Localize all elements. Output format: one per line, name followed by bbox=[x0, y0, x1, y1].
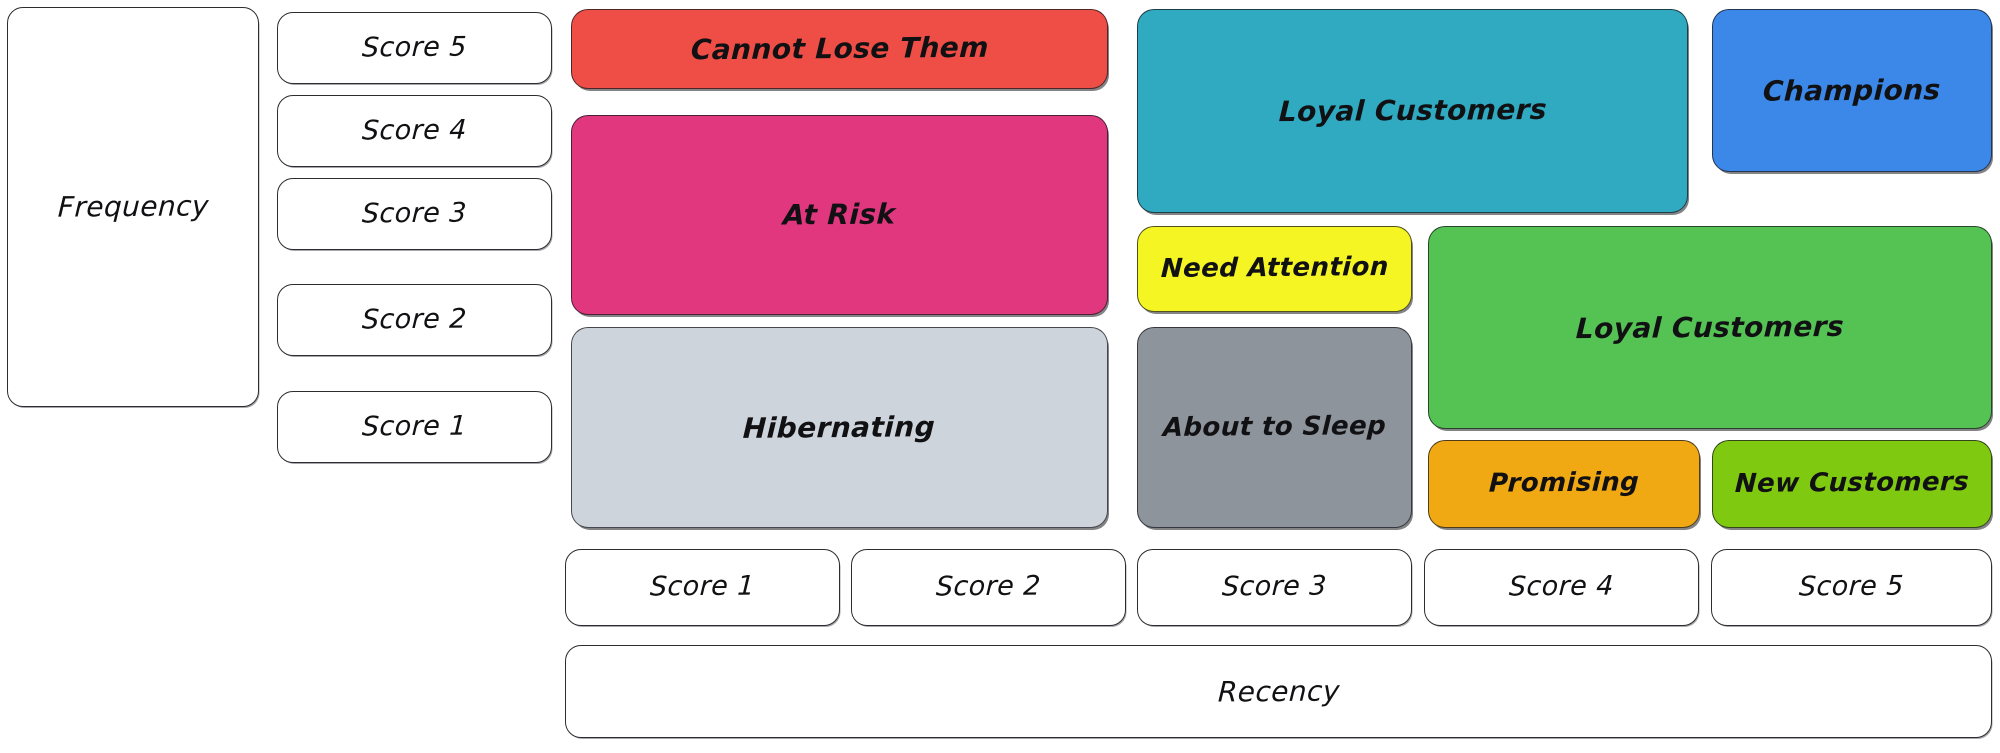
frequency-axis-label: Frequency bbox=[7, 7, 259, 407]
segment-need-attention-label: Need Attention bbox=[1159, 252, 1390, 285]
recency-score-5[interactable]: Score 5 bbox=[1711, 549, 1992, 626]
segment-cannot-lose-them[interactable]: Cannot Lose Them bbox=[571, 9, 1108, 89]
frequency-score-4-label: Score 4 bbox=[361, 114, 468, 147]
frequency-score-5[interactable]: Score 5 bbox=[277, 12, 552, 84]
recency-score-5-label: Score 5 bbox=[1798, 570, 1905, 603]
segment-champions[interactable]: Champions bbox=[1712, 9, 1992, 172]
segment-new-customers[interactable]: New Customers bbox=[1712, 440, 1992, 528]
frequency-score-5-label: Score 5 bbox=[361, 31, 468, 64]
frequency-score-2-label: Score 2 bbox=[361, 303, 468, 336]
segment-need-attention[interactable]: Need Attention bbox=[1137, 226, 1412, 312]
recency-axis-text: Recency bbox=[1216, 674, 1341, 709]
segment-about-to-sleep-label: About to Sleep bbox=[1162, 410, 1387, 443]
recency-score-2[interactable]: Score 2 bbox=[851, 549, 1126, 626]
segment-about-to-sleep[interactable]: About to Sleep bbox=[1137, 327, 1412, 528]
segment-loyal-customers-green-label: Loyal Customers bbox=[1575, 309, 1845, 345]
segment-cannot-lose-them-label: Cannot Lose Them bbox=[689, 31, 990, 67]
segment-promising[interactable]: Promising bbox=[1428, 440, 1700, 528]
segment-loyal-customers-teal[interactable]: Loyal Customers bbox=[1137, 9, 1688, 213]
frequency-score-4[interactable]: Score 4 bbox=[277, 95, 552, 167]
segment-hibernating-label: Hibernating bbox=[742, 409, 937, 445]
frequency-score-1-label: Score 1 bbox=[361, 410, 468, 443]
recency-score-1-label: Score 1 bbox=[649, 570, 756, 603]
frequency-axis-text: Frequency bbox=[56, 189, 210, 224]
segment-new-customers-label: New Customers bbox=[1734, 467, 1970, 500]
recency-score-4[interactable]: Score 4 bbox=[1424, 549, 1699, 626]
segment-hibernating[interactable]: Hibernating bbox=[571, 327, 1108, 528]
frequency-score-1[interactable]: Score 1 bbox=[277, 391, 552, 463]
recency-score-4-label: Score 4 bbox=[1508, 570, 1615, 603]
recency-score-3[interactable]: Score 3 bbox=[1137, 549, 1412, 626]
segment-at-risk-label: At Risk bbox=[782, 197, 897, 232]
segment-loyal-customers-teal-label: Loyal Customers bbox=[1277, 93, 1548, 129]
frequency-score-3-label: Score 3 bbox=[361, 197, 468, 230]
segment-champions-label: Champions bbox=[1762, 73, 1942, 108]
segment-at-risk[interactable]: At Risk bbox=[571, 115, 1108, 315]
frequency-score-3[interactable]: Score 3 bbox=[277, 178, 552, 250]
recency-score-1[interactable]: Score 1 bbox=[565, 549, 840, 626]
recency-score-2-label: Score 2 bbox=[935, 570, 1042, 603]
recency-score-3-label: Score 3 bbox=[1221, 570, 1328, 603]
frequency-score-2[interactable]: Score 2 bbox=[277, 284, 552, 356]
segment-promising-label: Promising bbox=[1488, 467, 1640, 500]
segment-loyal-customers-green[interactable]: Loyal Customers bbox=[1428, 226, 1992, 429]
recency-axis-label: Recency bbox=[565, 645, 1992, 738]
